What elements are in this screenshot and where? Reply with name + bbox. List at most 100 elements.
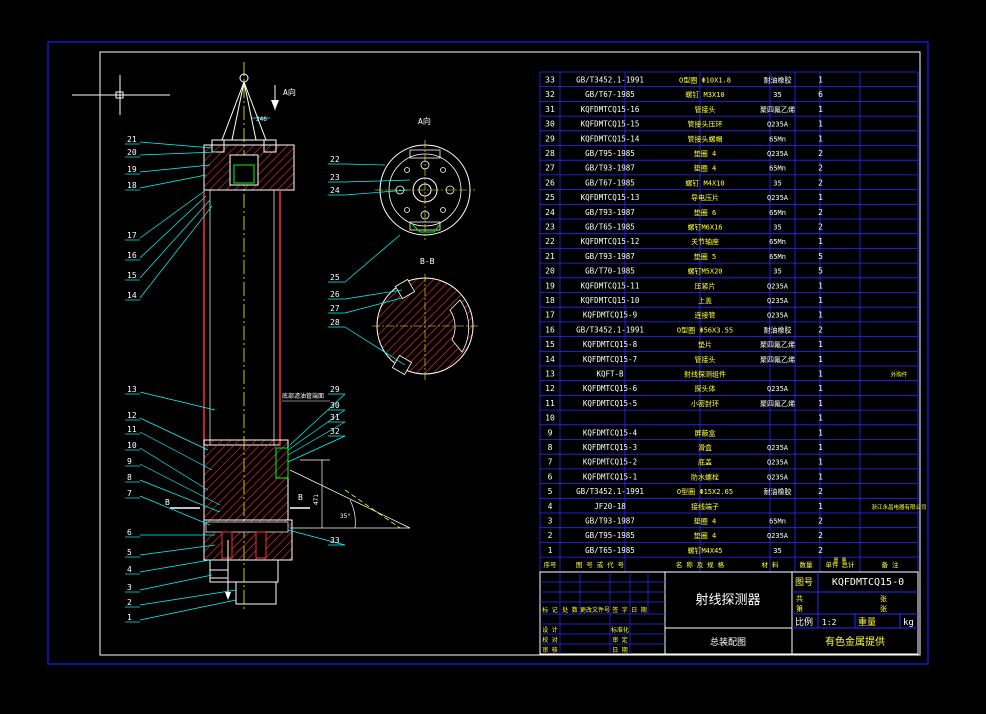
outer-frame: [47, 41, 929, 665]
bom-cell-mat: Q235A: [767, 473, 789, 481]
bom-cell-name: 上盖: [698, 296, 712, 305]
leader-line: [139, 431, 213, 471]
leader-line: [287, 529, 346, 546]
balloon-label-28: 28: [330, 318, 340, 327]
bom-cell-no: 15: [545, 340, 555, 349]
bom-cell-qty: 5: [818, 252, 823, 261]
bom-cell-qty: 2: [818, 325, 823, 334]
balloon-label-10: 10: [127, 441, 137, 450]
bom-cell-code: KQFDMTCQ15-14: [581, 134, 640, 143]
balloon-label-19: 19: [127, 165, 137, 174]
bom-cell-name: 管接头: [695, 355, 716, 364]
bom-cell-qty: 1: [818, 370, 823, 379]
bom-cell-no: 24: [545, 208, 555, 217]
bom-cell-qty: 2: [818, 546, 823, 555]
bom-cell-no: 26: [545, 178, 555, 187]
bom-cell-qty: 1: [818, 399, 823, 408]
bom-cell-code: GB/T95-1985: [585, 531, 635, 540]
bom-cell-mat: Q235A: [767, 282, 789, 290]
bom-cell-name: 小密封环: [691, 399, 719, 408]
bom-cell-qty: 1: [818, 458, 823, 467]
leader-line: [139, 574, 213, 591]
bom-cell-code: GB/T3452.1-1991: [576, 76, 644, 85]
bom-cell-mat: Q235A: [767, 297, 789, 305]
bom-cell-name: 垫圈 4: [694, 531, 716, 540]
bom-cell-mat: 65Mn: [769, 253, 786, 261]
sig-row-mid: 日 期: [612, 646, 628, 654]
sig-row-left: 设 计: [542, 626, 558, 634]
bom-cell-mat: 耐油橡胶: [764, 76, 792, 85]
bom-cell-no: 4: [548, 502, 553, 511]
bom-cell-code: KQFDMTCQ15-4: [583, 428, 638, 437]
leader-line: [139, 559, 211, 573]
dim-angle-label: 35°: [340, 513, 351, 520]
bom-cell-mat: 耐油橡胶: [764, 487, 792, 496]
bom-cell-qty: 2: [818, 531, 823, 540]
bom-cell-code: KQFDMTCQ15-7: [583, 355, 637, 364]
bom-cell-code: KQFDMTCQ15-6: [583, 384, 638, 393]
leader-line: [139, 544, 216, 556]
balloon-label-14: 14: [127, 291, 137, 300]
bom-cell-qty: 1: [818, 281, 823, 290]
balloon-label-5: 5: [127, 548, 132, 557]
bom-cell-note: 外购件: [891, 371, 908, 379]
sig-row-mid: 审 定: [612, 636, 628, 644]
balloon-label-32: 32: [330, 427, 340, 436]
bom-cell-qty: 2: [818, 164, 823, 173]
bom-cell-qty: 1: [818, 340, 823, 349]
bom-cell-mat: Q235A: [767, 385, 789, 393]
bom-cell-qty: 1: [818, 502, 823, 511]
bom-cell-no: 27: [545, 164, 555, 173]
leader-line: [289, 393, 346, 446]
bom-cell-name: 螺钉 M3X10: [685, 90, 724, 99]
leader-line: [139, 599, 237, 621]
bom-cell-mat: 65Mn: [769, 518, 786, 526]
balloon-label-29: 29: [330, 385, 340, 394]
bom-cell-no: 6: [548, 472, 553, 481]
bom-cell-mat: Q235A: [767, 444, 789, 452]
bom-cell-qty: 1: [818, 472, 823, 481]
bom-cell-qty: 2: [818, 517, 823, 526]
bom-cell-name: 螺钉M4X45: [687, 546, 722, 555]
bom-cell-code: KQFDMTCQ15-1: [583, 472, 637, 481]
bom-cell-no: 20: [545, 267, 555, 276]
balloon-label-23: 23: [330, 173, 340, 182]
bom-cell-no: 31: [545, 105, 555, 114]
bom-cell-no: 25: [545, 193, 555, 202]
balloon-label-9: 9: [127, 457, 132, 466]
balloon-label-4: 4: [127, 565, 132, 574]
bom-cell-code: GB/T3452.1-1991: [576, 487, 644, 496]
note-label: 底部滤油管端面: [282, 392, 324, 400]
bom-cell-no: 10: [545, 414, 555, 423]
bom-cell-mat: 耐油橡胶: [764, 325, 792, 334]
bom-cell-mat: 65Mn: [769, 135, 786, 143]
leader-line: [139, 199, 211, 279]
leader-line: [139, 195, 207, 259]
bom-cell-mat: 聚四氟乙烯: [760, 340, 795, 349]
bom-cell-code: KQFDMTCQ15-16: [581, 105, 640, 114]
bom-cell-name: 螺钉M5X20: [687, 267, 722, 276]
bom-cell-mat: 聚四氟乙烯: [760, 399, 795, 408]
balloon-label-30: 30: [330, 401, 340, 410]
bom-cell-no: 5: [548, 487, 553, 496]
balloon-label-2: 2: [127, 598, 132, 607]
bom-cell-name: O型圈 Φ56X3.55: [677, 325, 733, 334]
bom-cell-no: 22: [545, 237, 555, 246]
balloon-label-20: 20: [127, 148, 137, 157]
bom-cell-qty: 2: [818, 149, 823, 158]
balloon-label-16: 16: [127, 251, 137, 260]
bom-cell-mat: 65Mn: [769, 165, 786, 173]
main-assembly-view: 246 A向: [165, 62, 411, 610]
balloon-label-13: 13: [127, 385, 137, 394]
bom-cell-no: 3: [548, 517, 553, 526]
leader-line: [139, 391, 216, 411]
leader-line: [344, 234, 401, 283]
drawing-no-label: 图号: [795, 577, 813, 588]
bom-header-cell: 名 称 及 规 格: [676, 560, 725, 569]
bom-header-cell: 总计: [842, 560, 856, 569]
bom-header-cell: 单件: [826, 560, 840, 569]
bom-cell-qty: 6: [818, 90, 823, 99]
